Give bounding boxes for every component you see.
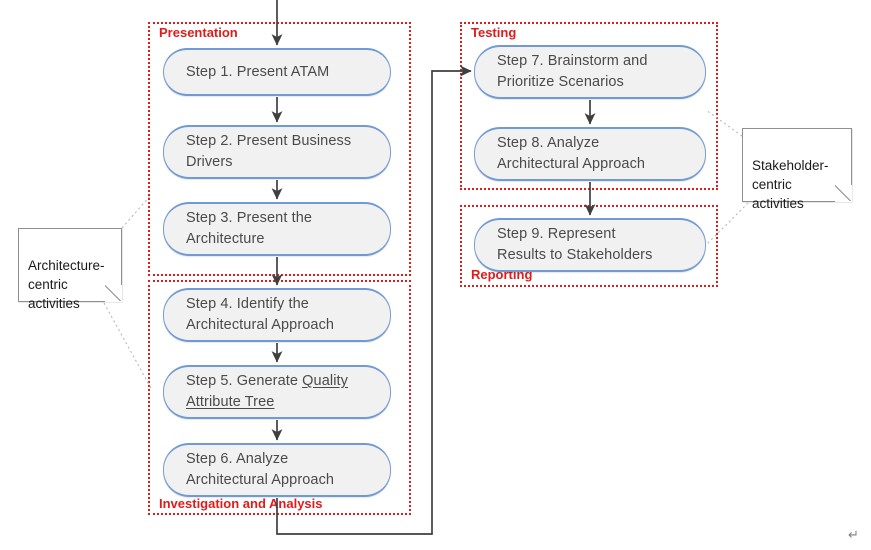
note-stakeholder-centric-text: Stakeholder- centric activities [752, 158, 829, 211]
note-architecture-centric-text: Architecture- centric activities [28, 258, 105, 311]
step-box-step3[interactable]: Step 3. Present the Architecture [163, 202, 391, 256]
step-box-step6[interactable]: Step 6. Analyze Architectural Approach [163, 443, 391, 497]
page-fold-icon [105, 285, 122, 302]
phase-label-presentation: Presentation [157, 25, 240, 40]
step-label-step1: Step 1. Present ATAM [186, 63, 330, 80]
phase-label-testing: Testing [469, 25, 519, 40]
leader-architecture-to-investigation [103, 302, 153, 391]
step-label-step6: Step 6. Analyze Architectural Approach [186, 451, 335, 488]
note-stakeholder-centric: Stakeholder- centric activities [742, 128, 852, 211]
step-label-step4: Step 4. Identify the Architectural Appro… [186, 296, 335, 333]
step-box-step2[interactable]: Step 2. Present Business Drivers [163, 125, 391, 179]
paragraph-mark: ↵ [848, 527, 859, 542]
step-box-step1[interactable]: Step 1. Present ATAM [163, 48, 391, 96]
step-label-step8: Step 8. Analyze Architectural Approach [497, 135, 646, 172]
step-box-step4[interactable]: Step 4. Identify the Architectural Appro… [163, 288, 391, 342]
step-label-step7: Step 7. Brainstorm and Prioritize Scenar… [497, 53, 648, 90]
step-label-step3: Step 3. Present the Architecture [186, 210, 313, 247]
step-label-step9: Step 9. Represent Results to Stakeholder… [497, 226, 653, 263]
step-box-step9[interactable]: Step 9. Represent Results to Stakeholder… [474, 218, 706, 272]
page-fold-icon [835, 185, 852, 202]
step-label-step2: Step 2. Present Business Drivers [186, 133, 352, 170]
step-box-step7[interactable]: Step 7. Brainstorm and Prioritize Scenar… [474, 45, 706, 99]
note-architecture-centric: Architecture- centric activities [18, 228, 122, 311]
step-box-step8[interactable]: Step 8. Analyze Architectural Approach [474, 127, 706, 181]
step-label-step5: Step 5. Generate Quality Attribute Tree [186, 373, 349, 410]
phase-label-investigation: Investigation and Analysis [157, 496, 325, 511]
step-box-step5[interactable]: Step 5. Generate Quality Attribute Tree [163, 365, 391, 419]
leader-architecture-to-presentation [121, 195, 151, 229]
